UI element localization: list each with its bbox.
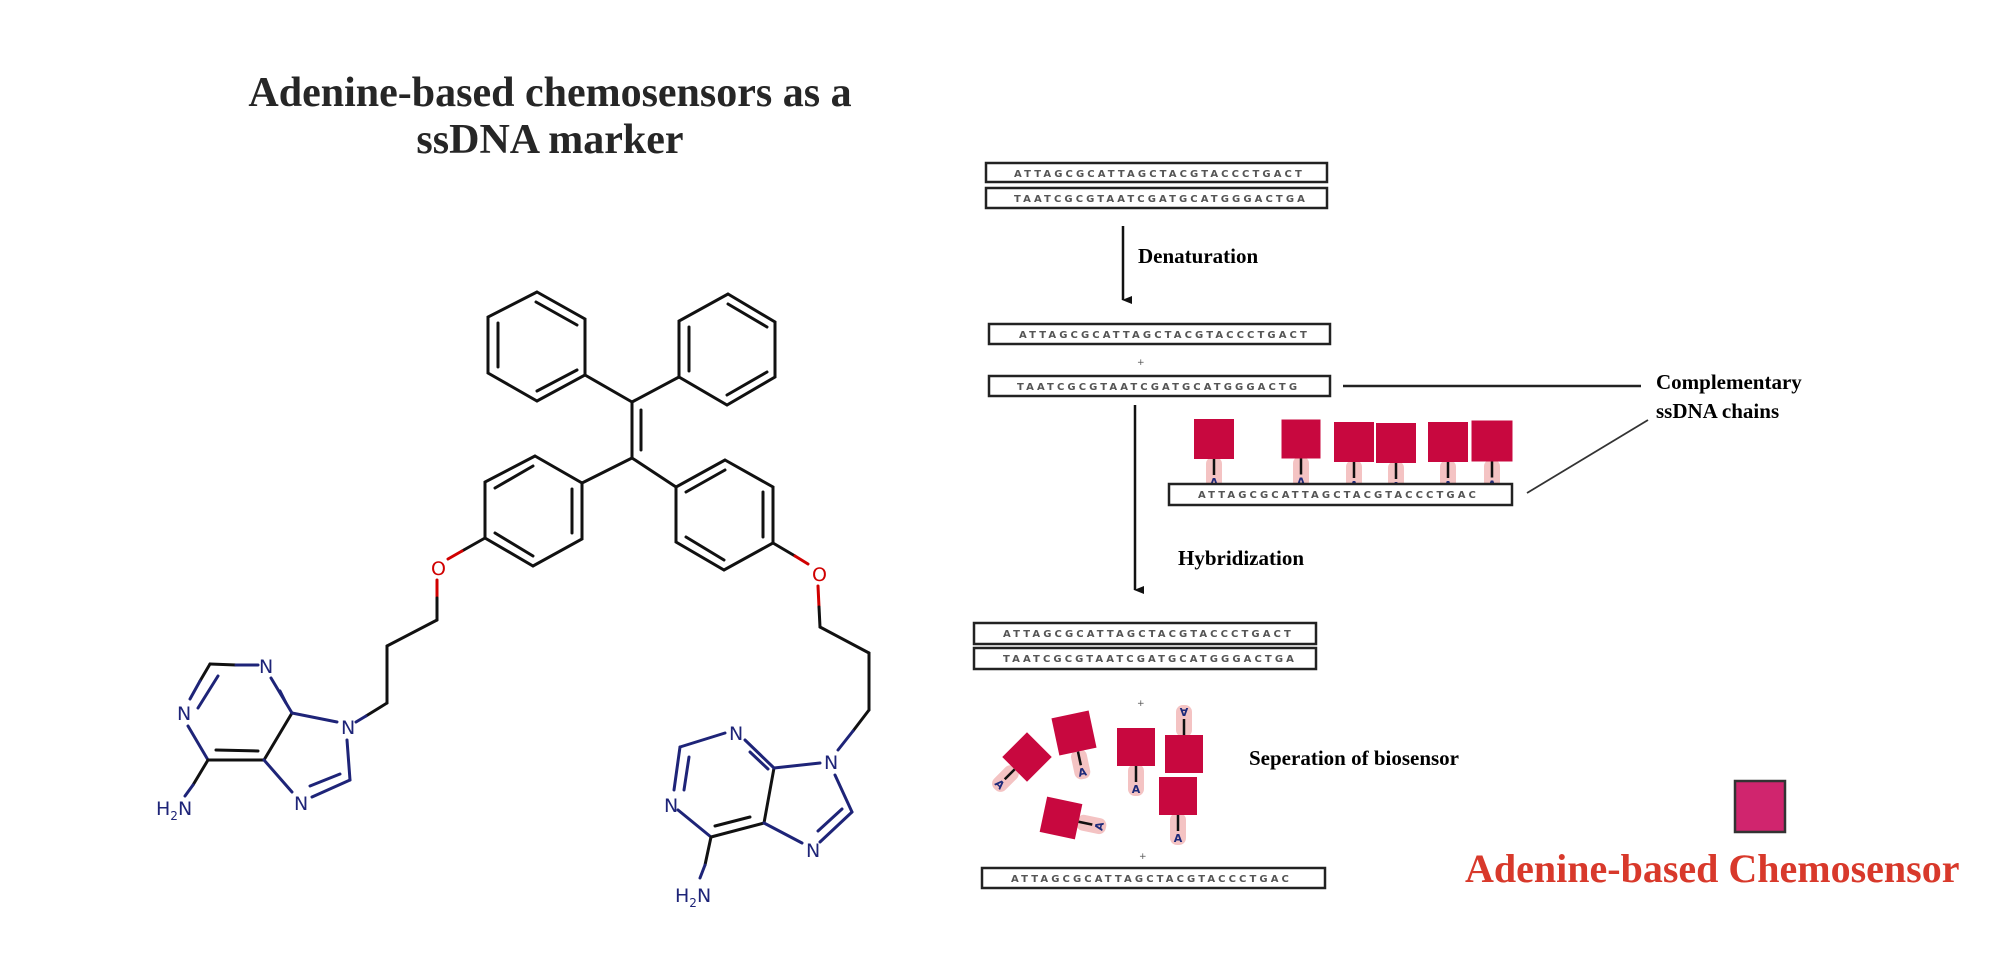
adenine-letter: A <box>1077 765 1089 780</box>
atom-oxygen-right: O <box>812 564 827 586</box>
phenyl-ring-lower-left <box>483 454 584 568</box>
dsdna-initial: ATTAGCGCATTAGCTACGTACCCTGACT TAATCGCGTAA… <box>984 161 1329 210</box>
atom-labels: O O N N N N H2N N N N N H2N <box>156 558 838 910</box>
adenine-left <box>183 662 352 799</box>
callout-line-diagonal <box>1526 419 1649 494</box>
adenine-letter: A <box>1092 820 1107 832</box>
atom-n1-right: N <box>664 795 678 817</box>
title-line-2: ssDNA marker <box>416 117 684 163</box>
ssdna-probe-released: + ATTAGCGCATTAGCTACGTACCCTGAC <box>980 852 1327 890</box>
sensor-square <box>1471 420 1513 462</box>
title-line-1: Adenine-based chemosensors as a <box>248 70 852 116</box>
phenyl-ring-lower-right <box>674 458 775 572</box>
sensor-linker <box>1003 768 1016 781</box>
chemosensor-glyph: A <box>1051 710 1097 780</box>
atom-oxygen-left: O <box>431 558 446 580</box>
adenine-letter: A <box>1132 783 1141 796</box>
atom-n1-left: N <box>177 703 191 725</box>
strand-probe-released: ATTAGCGCATTAGCTACGTACCCTGAC <box>1011 874 1292 885</box>
chemosensor-glyph: A <box>1039 796 1107 840</box>
strand-sense-hybridized: ATTAGCGCATTAGCTACGTACCCTGACT <box>1003 629 1294 640</box>
sensor-linker <box>1076 751 1083 766</box>
sensor-square <box>1334 422 1374 462</box>
plus-sign: + <box>1137 699 1145 709</box>
chemosensor-glyph: A <box>1159 777 1197 845</box>
atom-n9-left: N <box>341 717 355 739</box>
ssdna-denatured: ATTAGCGCATTAGCTACGTACCCTGACT + TAATCGCGT… <box>987 322 1332 398</box>
atom-n9-right: N <box>824 752 838 774</box>
strand-sense-denatured: ATTAGCGCATTAGCTACGTACCCTGACT <box>1019 330 1310 341</box>
chemosensor-glyph: A <box>1334 422 1374 492</box>
amine-left: H2N <box>156 798 192 823</box>
sensor-square <box>1281 419 1321 459</box>
sensor-square <box>1117 728 1155 766</box>
sensor-square <box>1159 777 1197 815</box>
sensor-square <box>1376 423 1416 463</box>
adenine-right <box>672 731 854 880</box>
bond <box>580 456 634 485</box>
label-hybridization: Hybridization <box>1178 546 1305 570</box>
sensor-linker <box>1078 820 1093 826</box>
plus-sign: + <box>1139 852 1147 862</box>
label-denaturation: Denaturation <box>1138 244 1259 268</box>
bond <box>630 375 681 404</box>
adenine-letter: A <box>1174 832 1183 845</box>
atom-n3-left: N <box>259 656 273 678</box>
amine-right: H2N <box>675 885 711 910</box>
atom-n3-right: N <box>729 723 743 745</box>
chemosensor-glyph: A <box>1471 420 1513 492</box>
ssdna-probe: ATTAGCGCATTAGCTACGTACCCTGAC <box>1167 482 1514 507</box>
adenine-letter: A <box>1179 705 1188 718</box>
sensor-square <box>1428 422 1468 462</box>
legend-label: Adenine-based Chemosensor <box>1465 846 1960 891</box>
bond <box>630 456 678 489</box>
strand-probe: ATTAGCGCATTAGCTACGTACCCTGAC <box>1198 490 1479 501</box>
atom-n7-right: N <box>806 840 820 862</box>
phenyl-ring-upper-left <box>486 290 587 403</box>
sensor-square <box>1051 710 1097 756</box>
callout-line-2: ssDNA chains <box>1656 399 1780 423</box>
strand-antisense-denatured: TAATCGCGTAATCGATGCATGGGACTG <box>1017 382 1300 393</box>
callout-line-1: Complementary <box>1656 370 1802 394</box>
chemosensor-glyph: A <box>1117 728 1155 796</box>
atom-n7-left: N <box>294 793 308 815</box>
adenine-letter: A <box>1210 476 1219 489</box>
figure-title: Adenine-based chemosensors as a ssDNA ma… <box>150 70 950 164</box>
strand-sense: ATTAGCGCATTAGCTACGTACCCTGACT <box>1014 169 1305 180</box>
dsdna-hybridized: ATTAGCGCATTAGCTACGTACCCTGACT TAATCGCGTAA… <box>972 621 1318 709</box>
chemosensor-glyph: A <box>1165 705 1203 773</box>
plus-sign: + <box>1137 358 1145 368</box>
chemosensor-glyph: A <box>1281 419 1321 489</box>
strand-antisense: TAATCGCGTAATCGATGCATGGGACTGA <box>1014 194 1308 205</box>
chemical-structure <box>183 290 871 880</box>
bond <box>583 373 634 404</box>
phenyl-ring-upper-right <box>677 292 777 407</box>
callout-complementary: Complementary ssDNA chains <box>1656 368 1802 426</box>
free-sensors: A A A A A A <box>992 705 1203 845</box>
legend-swatch <box>1733 779 1787 834</box>
label-separation: Seperation of biosensor <box>1249 746 1459 770</box>
sensor-square <box>1165 735 1203 773</box>
chemosensor-glyph: A <box>1428 422 1468 492</box>
strand-antisense-hybridized: TAATCGCGTAATCGATGCATGGGACTGA <box>1003 654 1297 665</box>
chemosensor-glyph: A <box>992 732 1052 793</box>
chemosensor-glyph: A <box>1376 423 1416 493</box>
sensor-square <box>1194 419 1234 459</box>
adenine-letter: A <box>1297 476 1306 489</box>
sensor-square <box>1039 796 1083 840</box>
chemosensor-glyph: A <box>1194 419 1234 489</box>
